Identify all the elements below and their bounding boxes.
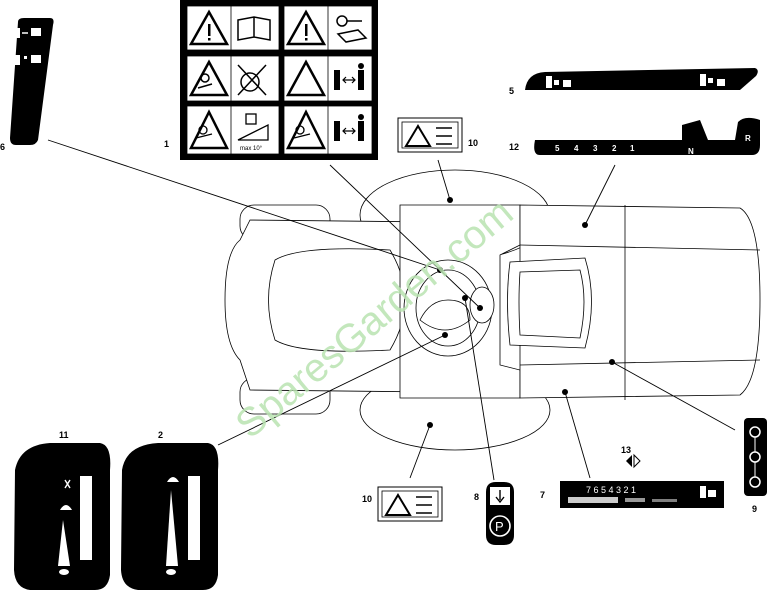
gear-4: 4	[574, 144, 579, 153]
decal-6	[10, 18, 54, 145]
callout-10-bottom: 10	[362, 494, 372, 504]
tilt-hazard-icon	[197, 64, 267, 96]
dash-dial	[469, 286, 495, 324]
gear-n: N	[688, 147, 694, 156]
slope-text: max 10°	[240, 146, 263, 152]
warning-triangle-icon	[404, 124, 432, 147]
decal-13	[626, 453, 641, 469]
decal-1: max 10°	[180, 0, 378, 160]
throttle-icon	[60, 505, 72, 510]
decal-8: P	[486, 482, 514, 545]
callout-6: 6	[0, 142, 5, 152]
throttle-icon	[167, 477, 179, 482]
gear-3: 3	[593, 144, 598, 153]
callout-10-top: 10	[468, 138, 478, 148]
callout-9: 9	[752, 504, 757, 514]
parking-brake-icon	[489, 515, 511, 537]
decal-12: 5 4 3 2 1 N R	[534, 117, 760, 156]
callout-13: 13	[621, 445, 631, 455]
decal-9	[744, 418, 767, 496]
callout-5: 5	[509, 86, 514, 96]
gear-1: 1	[630, 144, 635, 153]
hood-inner	[268, 248, 406, 352]
decal-10-bottom	[377, 486, 443, 522]
decal-7: 7 6 5 4 3 2 1	[560, 481, 724, 508]
callout-12: 12	[509, 142, 519, 152]
gear-r: R	[745, 134, 751, 143]
warning-triangle-icon	[384, 493, 412, 516]
park-symbol: P	[495, 519, 504, 534]
callout-7: 7	[540, 490, 545, 500]
warning-triangle-icon	[188, 9, 327, 150]
manual-book-icon	[237, 16, 271, 41]
key-removal-icon	[336, 15, 368, 43]
callout-8: 8	[474, 492, 479, 502]
decal-2	[121, 443, 219, 590]
decal-10-top	[397, 117, 463, 153]
leader-lines	[47, 139, 736, 481]
callout-1: 1	[164, 139, 169, 149]
rear-body	[519, 204, 761, 399]
speed-digits: 7 6 5 4 3 2 1	[586, 485, 636, 495]
keep-distance-icon	[334, 63, 364, 141]
gear-5: 5	[555, 144, 560, 153]
decal-11	[14, 443, 111, 590]
slope-limit-icon	[195, 113, 311, 141]
decal-5	[525, 68, 758, 90]
callout-2: 2	[158, 430, 163, 440]
tractor-body	[224, 169, 761, 451]
callout-11: 11	[59, 430, 69, 440]
gear-2: 2	[612, 144, 617, 153]
